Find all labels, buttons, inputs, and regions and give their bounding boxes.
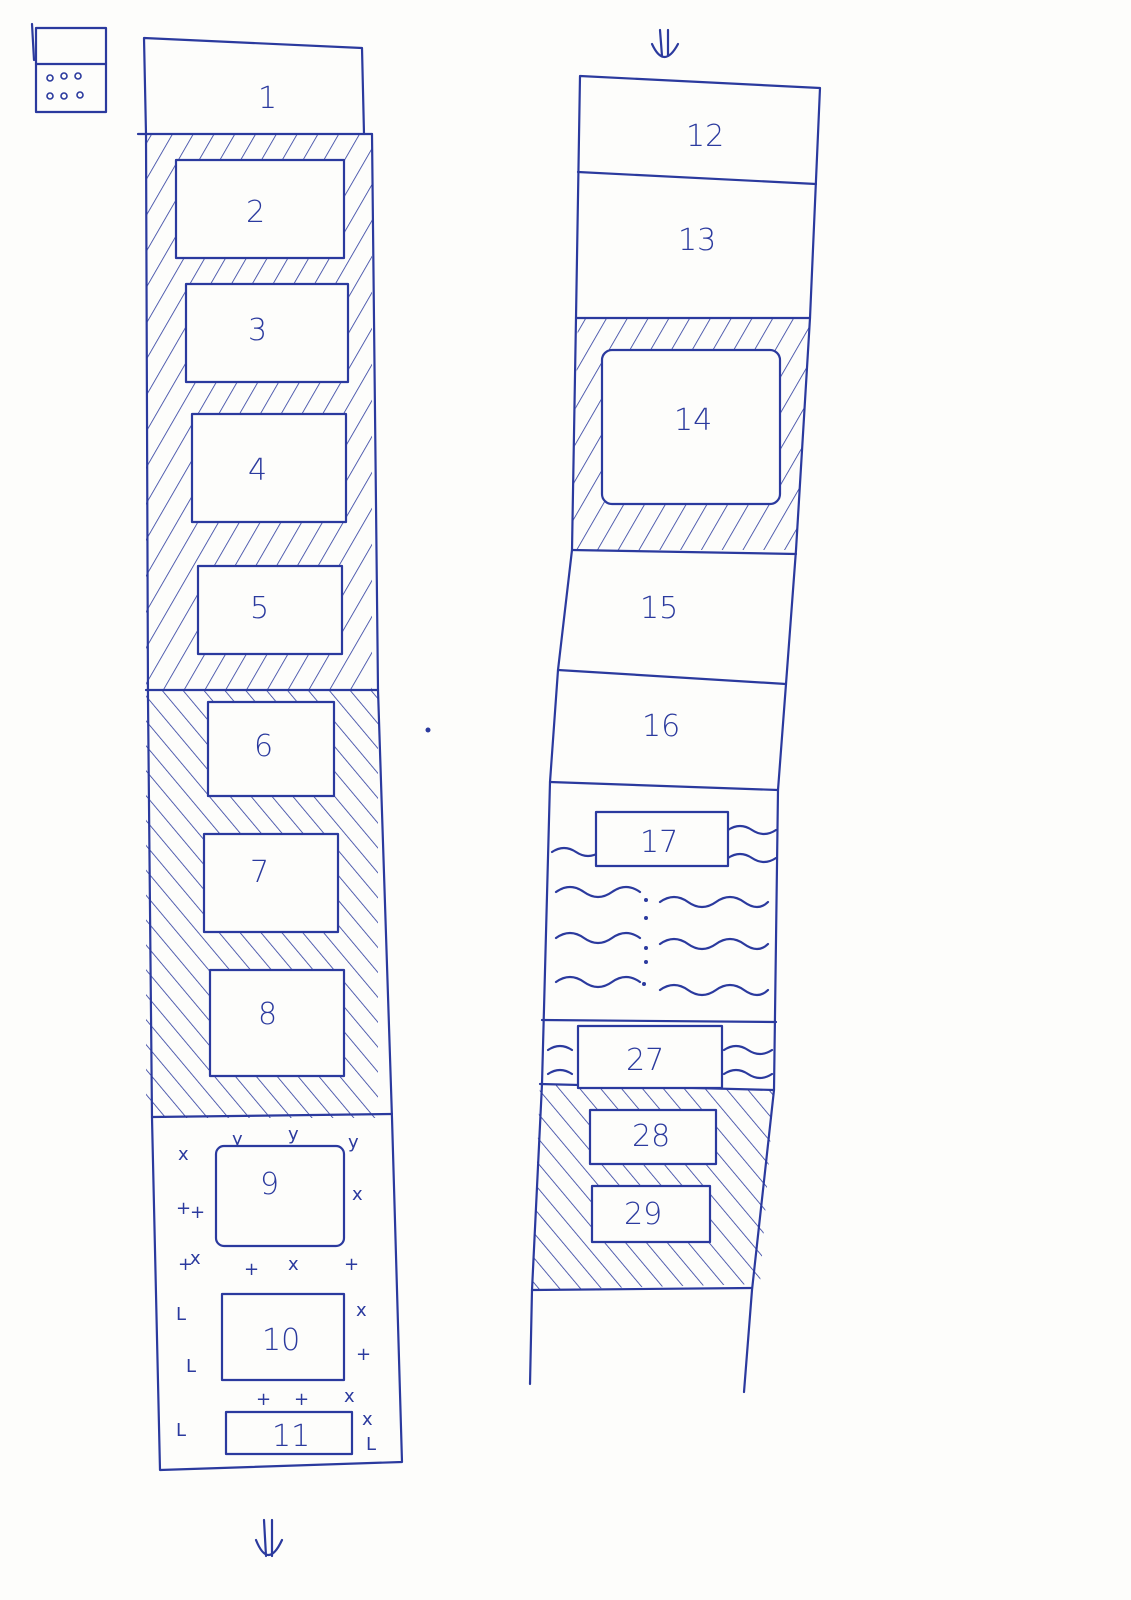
svg-text:+: + xyxy=(244,1259,259,1280)
box-5[interactable] xyxy=(196,564,344,656)
svg-text:+: + xyxy=(176,1198,191,1219)
svg-text:L: L xyxy=(366,1434,376,1455)
box-9-label: 9 xyxy=(260,1167,279,1202)
pen-dot xyxy=(425,727,431,733)
box-28[interactable] xyxy=(588,1108,718,1166)
box-3[interactable] xyxy=(184,282,350,384)
list-item-27-label: 27 xyxy=(626,1043,664,1078)
svg-text:L: L xyxy=(186,1356,196,1377)
box-29-label: 29 xyxy=(624,1197,662,1232)
box-10-label: 10 xyxy=(262,1323,300,1358)
svg-text:+: + xyxy=(178,1254,193,1275)
svg-text:y: y xyxy=(288,1124,299,1145)
box-11[interactable] xyxy=(224,1410,354,1456)
svg-text:+: + xyxy=(356,1344,371,1365)
block-16-label: 16 xyxy=(642,709,680,744)
section-b: 6 7 8 xyxy=(202,700,346,1078)
scroll-down-arrow-icon xyxy=(650,28,680,59)
box-28-label: 28 xyxy=(632,1119,670,1154)
box-2[interactable] xyxy=(174,158,346,260)
box-11-label: 11 xyxy=(272,1419,310,1454)
svg-text:y: y xyxy=(348,1132,359,1153)
svg-text:x: x xyxy=(344,1386,355,1407)
svg-text:+: + xyxy=(256,1389,271,1410)
list-ellipsis xyxy=(642,898,648,986)
list-item-17-label: 17 xyxy=(640,825,678,860)
list-item-27[interactable] xyxy=(576,1024,724,1090)
svg-text:+: + xyxy=(294,1389,309,1410)
svg-text:x: x xyxy=(190,1248,201,1269)
box-6-label: 6 xyxy=(254,729,273,764)
box-10[interactable] xyxy=(220,1292,346,1382)
left-header-label: 1 xyxy=(258,81,277,116)
block-13-label: 13 xyxy=(678,223,716,258)
svg-text:+: + xyxy=(190,1202,205,1223)
box-8[interactable] xyxy=(208,968,346,1078)
box-14[interactable] xyxy=(600,348,782,506)
svg-text:x: x xyxy=(288,1254,299,1275)
svg-text:y: y xyxy=(232,1129,243,1150)
list-item-17[interactable] xyxy=(594,810,730,868)
box-4-label: 4 xyxy=(248,453,267,488)
box-7-label: 7 xyxy=(250,855,269,890)
section-a: 2 3 4 5 xyxy=(174,158,350,656)
box-2-label: 2 xyxy=(246,195,265,230)
svg-text:L: L xyxy=(176,1420,186,1441)
svg-text:x: x xyxy=(352,1184,363,1205)
box-3-label: 3 xyxy=(248,313,267,348)
svg-text:x: x xyxy=(356,1300,367,1321)
box-29[interactable] xyxy=(590,1184,712,1244)
box-8-label: 8 xyxy=(258,997,277,1032)
box-5-label: 5 xyxy=(250,591,269,626)
box-14-label: 14 xyxy=(674,403,712,438)
right-header-label: 12 xyxy=(686,119,724,154)
block-15-label: 15 xyxy=(640,591,678,626)
box-4[interactable] xyxy=(190,412,348,524)
scroll-down-arrow-icon xyxy=(254,1518,284,1558)
list-wave-lines xyxy=(546,824,778,1080)
box-7[interactable] xyxy=(202,832,340,934)
svg-text:x: x xyxy=(362,1409,373,1430)
svg-text:x: x xyxy=(178,1144,189,1165)
box-9[interactable] xyxy=(214,1144,346,1248)
box-6[interactable] xyxy=(206,700,336,798)
svg-text:+: + xyxy=(344,1254,359,1275)
phone-keypad-icon xyxy=(30,22,108,114)
right-column: 12 13 14 15 16 17 27 28 29 xyxy=(528,74,822,1394)
svg-text:L: L xyxy=(176,1304,186,1325)
section-c: 9 10 11 xyxy=(214,1144,354,1456)
